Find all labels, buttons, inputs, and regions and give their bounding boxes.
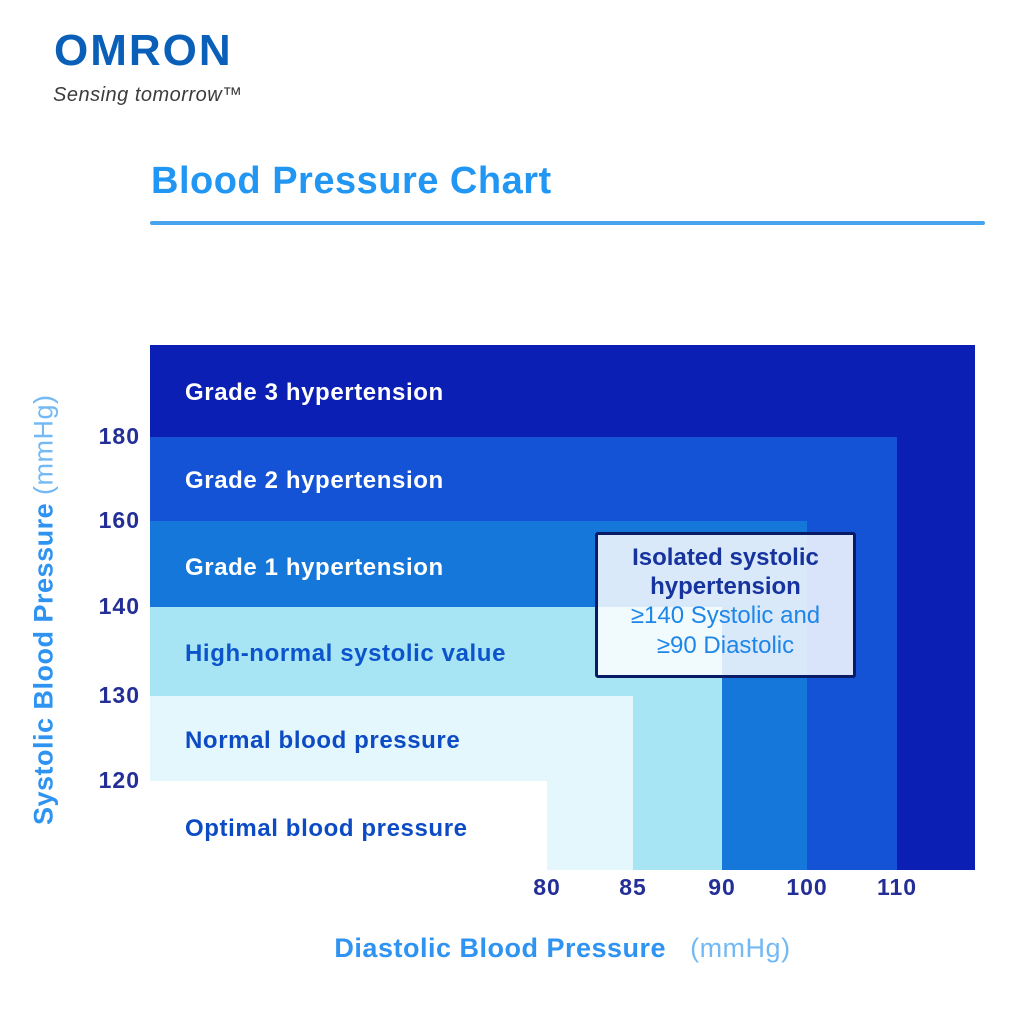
zone-label-high-normal: High-normal systolic value [185,640,507,667]
x-axis-title: Diastolic Blood Pressure (mmHg) [150,933,975,964]
y-tick-140: 140 [98,593,140,619]
x-tick-100: 100 [786,874,828,900]
y-axis-title-text: Systolic Blood Pressure [28,503,59,826]
omron-logo: OMRON [54,26,233,75]
title-underline [150,221,985,225]
x-tick-80: 80 [533,874,561,900]
y-tick-160: 160 [98,507,140,533]
annotation-line-2: ≥90 Diastolic [656,632,795,659]
y-axis-title: Systolic Blood Pressure (mmHg) [18,345,70,875]
zone-label-grade3: Grade 3 hypertension [185,379,444,406]
zone-optimal [150,781,547,870]
x-tick-110: 110 [876,874,918,900]
x-axis-title-text: Diastolic Blood Pressure [334,933,667,963]
y-axis-unit: (mmHg) [28,394,59,496]
annotation-line-1: ≥140 Systolic and [630,602,821,629]
x-tick-85: 85 [619,874,647,900]
page-title: Blood Pressure Chart [151,160,552,202]
y-tick-180: 180 [98,423,140,449]
isolated-systolic-annotation-box: Isolated systolic hypertension ≥140 Syst… [595,532,856,678]
x-axis-unit: (mmHg) [690,933,791,963]
zone-label-normal: Normal blood pressure [185,727,461,754]
zone-label-grade2: Grade 2 hypertension [185,467,444,494]
chart-plot-area: Grade 3 hypertension Grade 2 hypertensio… [150,345,975,870]
y-tick-120: 120 [98,767,140,793]
y-tick-130: 130 [98,682,140,708]
annotation-title: Isolated systolic hypertension [632,544,819,600]
x-tick-90: 90 [708,874,736,900]
zone-label-grade1: Grade 1 hypertension [185,554,444,581]
brand-tagline: Sensing tomorrow™ [53,84,243,106]
zone-label-optimal: Optimal blood pressure [185,815,468,842]
